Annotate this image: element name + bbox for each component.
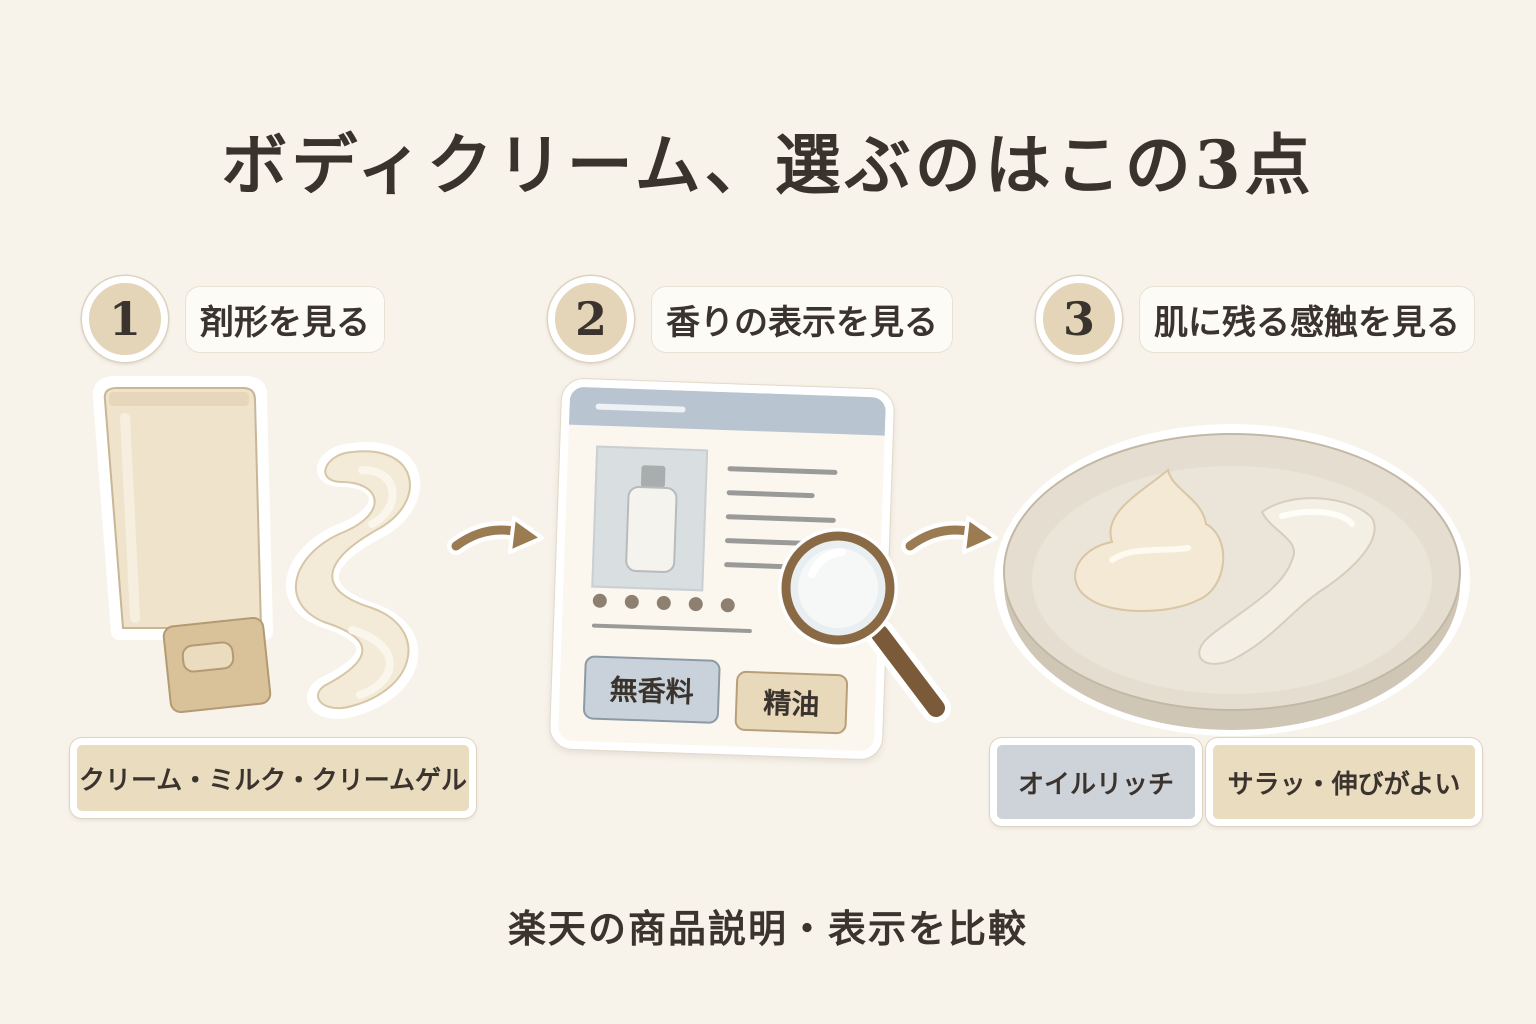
step-1-tag-formulations: クリーム・ミルク・クリームゲル (70, 738, 476, 818)
step-2-number: 2 (548, 276, 634, 362)
step-2-label: 香りの表示を見る (652, 286, 952, 352)
step-3-header: 3 肌に残る感触を見る (1036, 276, 1474, 362)
step-3-label: 肌に残る感触を見る (1140, 286, 1474, 352)
step-2-header: 2 香りの表示を見る (548, 276, 952, 362)
step-1-header: 1 剤形を見る (82, 276, 384, 362)
product-image (591, 445, 709, 592)
step-3-number: 3 (1036, 276, 1122, 362)
page-header-bar (568, 386, 887, 436)
step-1-label: 剤形を見る (186, 286, 384, 352)
bottle-icon (625, 465, 678, 573)
footer-note: 楽天の商品説明・表示を比較 (507, 906, 1028, 951)
arrow-right-icon (447, 516, 544, 555)
magnifier-icon (778, 528, 951, 723)
step-3-tag-light-spread: サラッ・伸びがよい (1206, 738, 1482, 826)
cream-dish-icon (994, 424, 1470, 736)
rating-dots (592, 593, 735, 613)
step-1-number: 1 (82, 276, 168, 362)
step-3-tag-oil-rich: オイルリッチ (990, 738, 1202, 826)
cream-swirl-icon (286, 441, 421, 719)
chip-fragrance-free: 無香料 (582, 655, 721, 724)
cream-tube-icon (92, 376, 273, 714)
arrow-right-icon (901, 516, 998, 555)
product-page-icon: 無香料 精油 (549, 378, 895, 760)
page-title: ボディクリーム、選ぶのはこの3点 (221, 126, 1315, 204)
